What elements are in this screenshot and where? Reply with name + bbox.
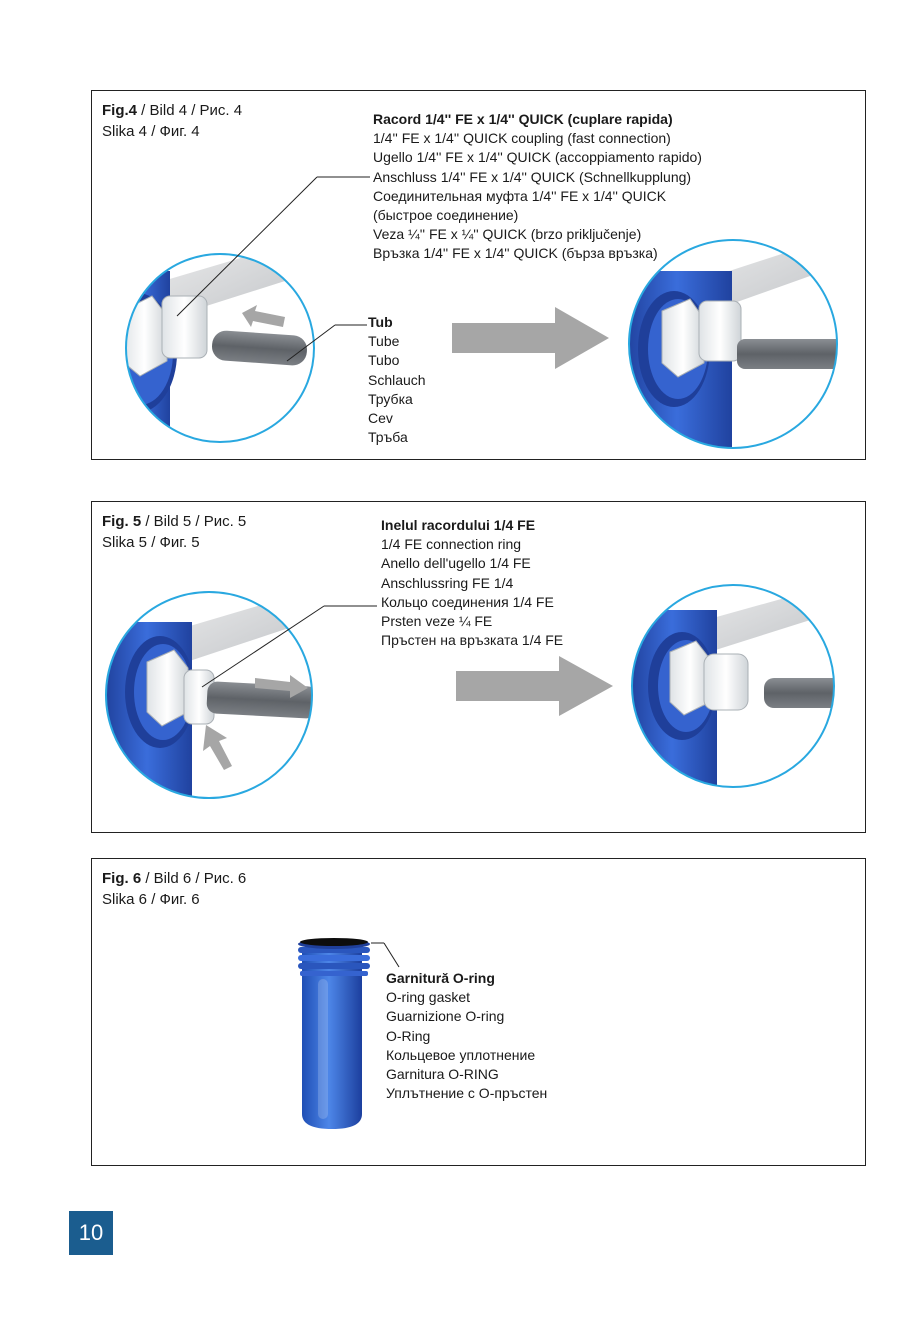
page-number-badge: 10: [69, 1211, 113, 1255]
fig4-big-arrow: [452, 307, 609, 369]
fig6-illustration: [298, 938, 400, 1129]
fig5-left-detail-circle: [105, 591, 313, 799]
fig4-illustration: [125, 176, 838, 449]
fig4-small-arrow: [242, 305, 285, 327]
fig4-coupling-label: Racord 1/4'' FE x 1/4'' QUICK (cuplare r…: [373, 111, 702, 262]
fig6-caption: Fig. 6 / Bild 6 / Рис. 6 Slika 6 / Фиг. …: [102, 870, 247, 908]
fig5-pull-arrow: [255, 675, 308, 698]
fig6-panel: Fig. 6 / Bild 6 / Рис. 6 Slika 6 / Фиг. …: [91, 858, 866, 1166]
fig5-ring-label: Inelul racordului 1/4 FE 1/4 FE connecti…: [381, 517, 564, 649]
fig4-panel: Fig.4 / Bild 4 / Рис. 4 Slika 4 / Фиг. 4: [91, 90, 866, 460]
fig4-left-detail-circle: [125, 253, 315, 443]
fig5-push-arrow: [203, 725, 232, 770]
fig4-tube-label: Tub Tube Tubo Schlauch Трубка Cev Тръба: [368, 314, 426, 446]
fig4-right-detail-circle: [628, 239, 838, 449]
fig5-big-arrow: [456, 656, 613, 716]
filter-housing: [298, 938, 370, 1129]
fig4-caption: Fig.4 / Bild 4 / Рис. 4 Slika 4 / Фиг. 4: [102, 102, 243, 140]
fig5-panel: Fig. 5 / Bild 5 / Рис. 5 Slika 5 / Фиг. …: [91, 501, 866, 833]
fig5-caption: Fig. 5 / Bild 5 / Рис. 5 Slika 5 / Фиг. …: [102, 513, 247, 551]
fig5-right-detail-circle: [631, 584, 835, 788]
fig6-gasket-label: Garnitură O-ring O-ring gasket Guarnizio…: [386, 970, 548, 1102]
o-ring-gasket: [300, 938, 368, 946]
fig5-illustration: [105, 584, 835, 799]
